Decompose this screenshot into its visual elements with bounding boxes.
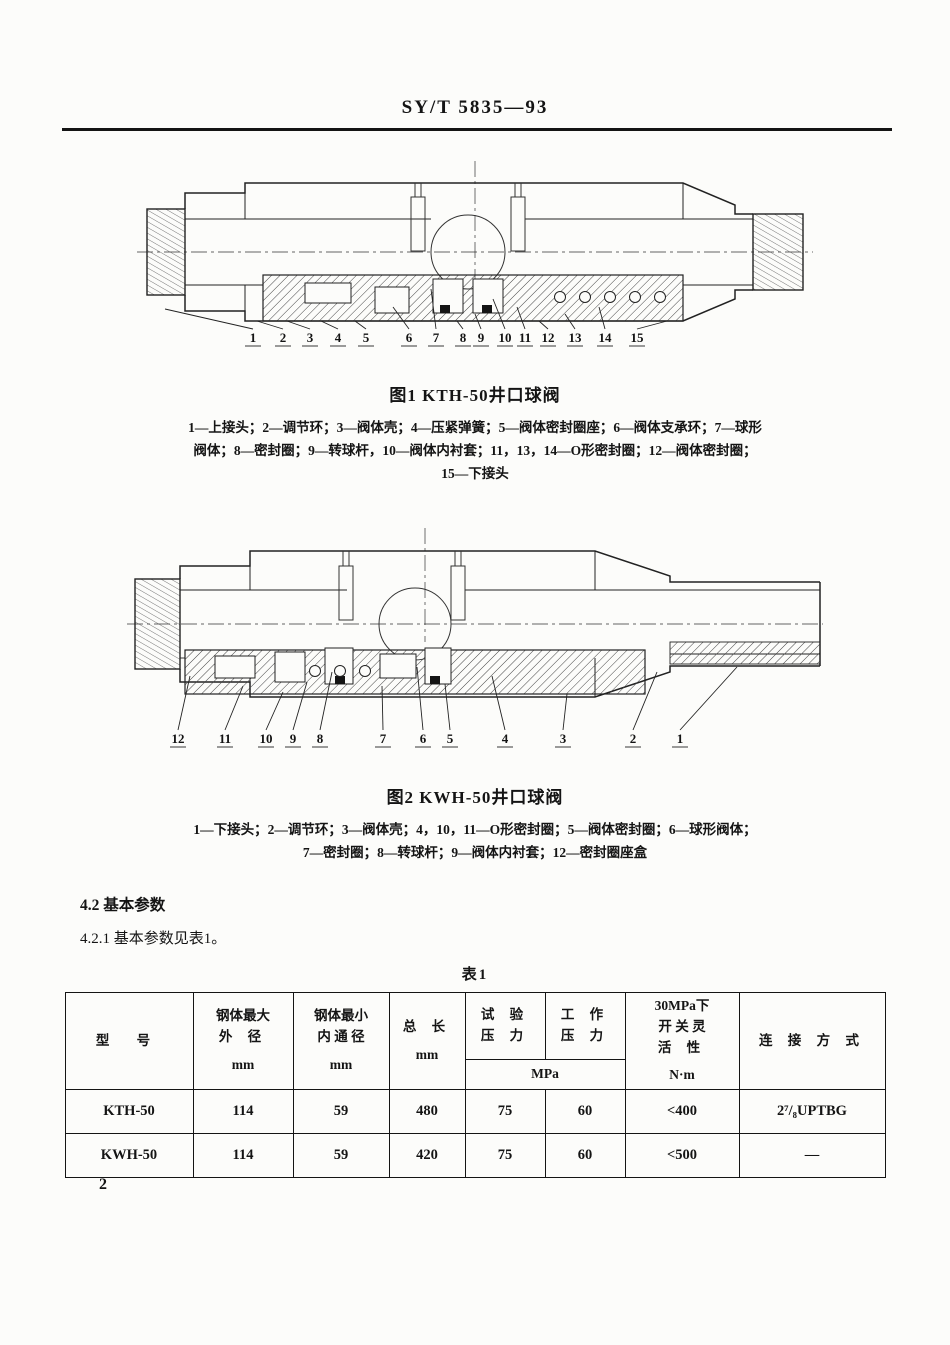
para-4-2-1: 4.2.1 基本参数见表1。: [80, 930, 227, 947]
figure1-callout-8: 8: [460, 330, 467, 345]
col-header-mpa-unit: MPa: [464, 1058, 626, 1091]
col-header-inner-diameter: 钢体最小 内 通 径 mm: [292, 991, 390, 1091]
header-unit: N·m: [669, 1067, 695, 1083]
left-thread-pin: [146, 208, 186, 296]
figure-2-legend: 1—下接头；2—调节环；3—阀体壳；4，10，11—O形密封圈；5—阀体密封圈；…: [75, 819, 875, 865]
figure1-callout-12: 12: [542, 330, 555, 345]
legend-line: 1—下接头；2—调节环；3—阀体壳；4，10，11—O形密封圈；5—阀体密封圈；…: [193, 821, 757, 837]
table-1: 型 号 钢体最大 外 径 mm 钢体最小 内 通 径 mm 总 长 mm 试: [64, 991, 886, 1179]
figure1-callout-10: 10: [499, 330, 512, 345]
cell-inner-diameter: 59: [292, 1089, 390, 1135]
header-line: 压 力: [480, 1027, 530, 1043]
figure2-callout-3: 3: [560, 731, 567, 746]
figure-1: 1 2 3 4 5 6 7 8 9 10 11 12 13 14 15 图1 K…: [0, 157, 950, 486]
cell-switch-flexibility: <400: [624, 1089, 740, 1135]
header-line: 开 关 灵: [658, 1018, 706, 1034]
legend-line: 1—上接头；2—调节环；3—阀体壳；4—压紧弹簧；5—阀体密封圈座；6—阀体支承…: [188, 420, 762, 435]
figure-1-caption: 图1 KTH-50井口球阀: [389, 386, 561, 405]
header-line: 内 通 径: [317, 1029, 365, 1045]
figure2-callout-10: 10: [260, 731, 273, 746]
section-heading-4-2: 4.2 基本参数: [80, 896, 166, 914]
figure2-callout-2: 2: [630, 731, 637, 746]
cell-outer-diameter: 114: [192, 1133, 294, 1179]
figure-1-legend: 1—上接头；2—调节环；3—阀体壳；4—压紧弹簧；5—阀体密封圈座；6—阀体支承…: [75, 417, 875, 486]
header-line: 外 径: [218, 1029, 268, 1045]
cell-working-pressure: 60: [544, 1133, 626, 1179]
cell-connection: —: [738, 1133, 886, 1179]
kth-50-drawing: 1 2 3 4 5 6 7 8 9 10 11 12 13 14 15: [137, 161, 813, 347]
table-row-kwh50: KWH-50 114 59 420 75 60 <500 —: [64, 1133, 886, 1179]
figure1-callout-11: 11: [519, 330, 531, 345]
figure2-callout-8: 8: [317, 731, 324, 746]
figure1-callout-4: 4: [335, 330, 342, 345]
cell-model: KTH-50: [64, 1089, 194, 1135]
legend-line: 阀体；8—密封圈；9—转球杆，10—阀体内衬套；11，13，14—O形密封圈；1…: [193, 442, 757, 458]
figure2-callout-1: 1: [677, 731, 684, 746]
header-line: 钢体最大: [216, 1008, 270, 1024]
col-header-connection: 连 接 方 式: [738, 991, 886, 1091]
figure2-callout-4: 4: [502, 731, 509, 746]
col-header-total-length: 总 长 mm: [388, 991, 466, 1091]
cell-working-pressure: 60: [544, 1089, 626, 1135]
cell-switch-flexibility: <500: [624, 1133, 740, 1179]
left-thread-pin: [134, 578, 181, 670]
header-unit: mm: [329, 1056, 353, 1072]
figure-2: 12 11 10 9 8 7 6 5 4 3 2 1 图2 KWH-50井口球阀…: [0, 524, 950, 865]
figure-2-caption: 图2 KWH-50井口球阀: [386, 787, 564, 807]
header-line: 总 长: [402, 1018, 452, 1034]
col-header-outer-diameter: 钢体最大 外 径 mm: [192, 991, 294, 1091]
cell-total-length: 420: [388, 1133, 466, 1179]
col-header-working-pressure: 工 作 压 力: [544, 991, 626, 1060]
table-row-kth50: KTH-50 114 59 480 75 60 <400 2⁷/₈UPTBG: [64, 1089, 886, 1135]
table-1-title: 表1: [461, 966, 489, 983]
cell-test-pressure: 75: [464, 1133, 546, 1179]
cell-inner-diameter: 59: [292, 1133, 390, 1179]
col-header-model: 型 号: [64, 991, 194, 1091]
figure1-callout-13: 13: [569, 330, 583, 345]
figure2-callout-5: 5: [447, 731, 454, 746]
header-rule: [62, 128, 892, 131]
standard-code: SY/T 5835—93: [401, 97, 549, 118]
figure1-callout-1: 1: [250, 330, 257, 345]
page-number: 2: [99, 1176, 107, 1193]
figure2-callout-7: 7: [380, 731, 387, 746]
kwh-50-drawing: 12 11 10 9 8 7 6 5 4 3 2 1: [127, 527, 823, 748]
legend-line: 7—密封圈；8—转球杆；9—阀体内衬套；12—密封圈座盒: [302, 844, 648, 860]
figure2-callout-9: 9: [290, 731, 297, 746]
header-line: 连 接 方 式: [758, 1032, 866, 1048]
right-thread-pin: [752, 213, 804, 291]
cell-connection: 2⁷/₈UPTBG: [738, 1089, 886, 1135]
cell-outer-diameter: 114: [192, 1089, 294, 1135]
figure1-callout-14: 14: [599, 330, 613, 345]
figure1-callout-15: 15: [631, 330, 645, 345]
figure2-callout-11: 11: [219, 731, 231, 746]
right-pipe-hatch: [669, 641, 821, 665]
header-line: 型 号: [95, 1032, 163, 1048]
leader-lines: [164, 288, 668, 347]
col-header-switch-flexibility: 30MPa下 开 关 灵 活 性 N·m: [624, 991, 740, 1091]
figure1-callout-3: 3: [307, 330, 314, 345]
cell-test-pressure: 75: [464, 1089, 546, 1135]
header-line: 30MPa下: [654, 997, 710, 1013]
figure1-callout-7: 7: [433, 330, 440, 345]
legend-line: 15—下接头: [441, 465, 509, 481]
cell-model: KWH-50: [64, 1133, 194, 1179]
header-unit: mm: [415, 1046, 439, 1062]
figure1-callout-5: 5: [363, 330, 370, 345]
leader-lines: [170, 666, 738, 748]
header-line: 活 性: [657, 1039, 707, 1055]
header-line: 钢体最小: [314, 1008, 368, 1024]
header-line: 压 力: [560, 1027, 610, 1043]
header-line: 工 作: [560, 1006, 610, 1022]
figure1-callout-2: 2: [280, 330, 287, 345]
figure2-callout-12: 12: [172, 731, 185, 746]
figure1-callout-9: 9: [478, 330, 485, 345]
header-line: 试 验: [480, 1006, 530, 1022]
figure1-callout-6: 6: [406, 330, 413, 345]
col-header-test-pressure: 试 验 压 力: [464, 991, 546, 1060]
cell-total-length: 480: [388, 1089, 466, 1135]
figure2-callout-6: 6: [420, 731, 427, 746]
header-unit: mm: [231, 1056, 255, 1072]
